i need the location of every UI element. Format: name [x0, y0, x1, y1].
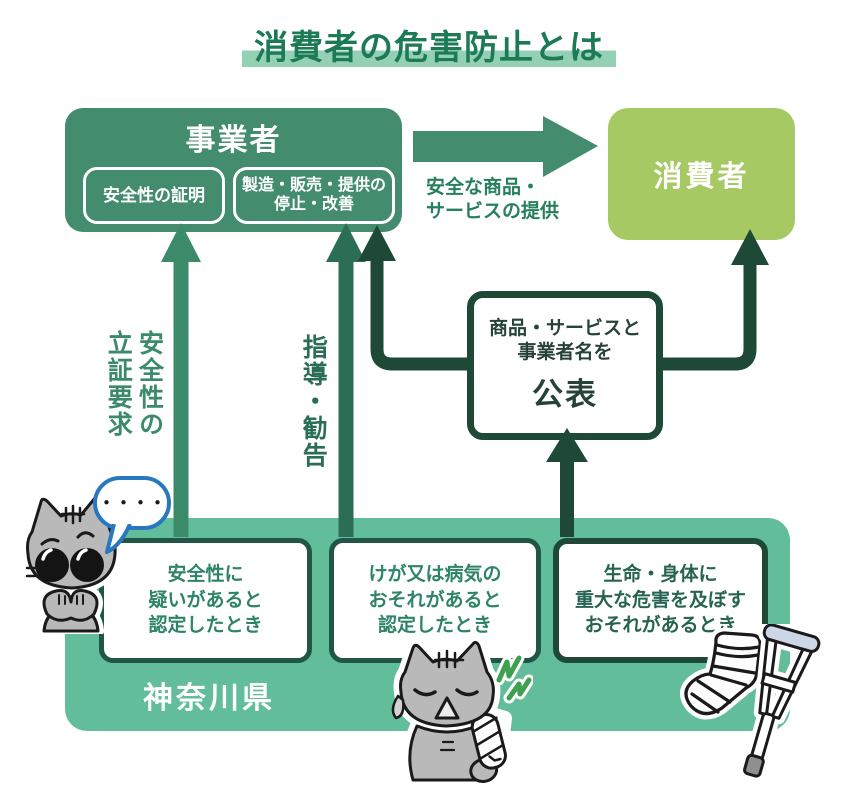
injured-cat-illustration	[391, 640, 533, 786]
page-title: 消費者の危害防止とは	[242, 20, 616, 69]
publish-line2: 事業者名を	[517, 341, 613, 363]
guidance-label: 指導・勧告	[299, 334, 328, 469]
proof-demand-label: 安全性の 立証要求	[104, 330, 164, 438]
publish-box: 商品・サービスと 事業者名を 公表	[467, 291, 663, 440]
consumer-title: 消費者	[653, 161, 750, 193]
crutch-illustration	[738, 624, 825, 783]
operator-subboxes: 安全性の証明 製造・販売・提供の 停止・改善	[83, 167, 396, 224]
operator-box: 事業者 安全性の証明 製造・販売・提供の 停止・改善	[65, 108, 402, 232]
page-title-wrap: 消費者の危害防止とは	[0, 20, 858, 69]
speech-bubble-dots: ・・・・	[98, 494, 166, 513]
condition-box-injury-illness: けが又は病気の おそれがあると 認定したとき	[329, 538, 541, 663]
speech-bubble: ・・・・	[93, 476, 171, 530]
supply-arrow-label: 安全な商品・ サービスの提供	[426, 177, 560, 222]
publish-emphasis: 公表	[532, 377, 598, 413]
publish-to-operator-connector	[358, 225, 467, 371]
operator-subbox-stop-improve: 製造・販売・提供の 停止・改善	[233, 167, 395, 224]
supply-arrow	[413, 116, 598, 177]
prefecture-name: 神奈川県	[143, 682, 275, 715]
publish-to-consumer-connector	[662, 229, 769, 371]
foot-cast-illustration	[680, 628, 767, 720]
pain-marks-icon	[496, 655, 532, 701]
bandaged-arm	[469, 712, 507, 783]
operator-title: 事業者	[185, 124, 282, 157]
speech-bubble-tail	[105, 524, 132, 554]
publish-line1: 商品・サービスと	[488, 317, 641, 339]
guidance-arrow	[326, 223, 366, 537]
prefecture-box: 神奈川県 安全性に 疑いがあると 認定したとき けが又は病気の おそれがあると …	[65, 518, 790, 731]
consumer-box: 消費者	[608, 108, 795, 240]
operator-subbox-safety-proof: 安全性の証明	[83, 167, 225, 224]
